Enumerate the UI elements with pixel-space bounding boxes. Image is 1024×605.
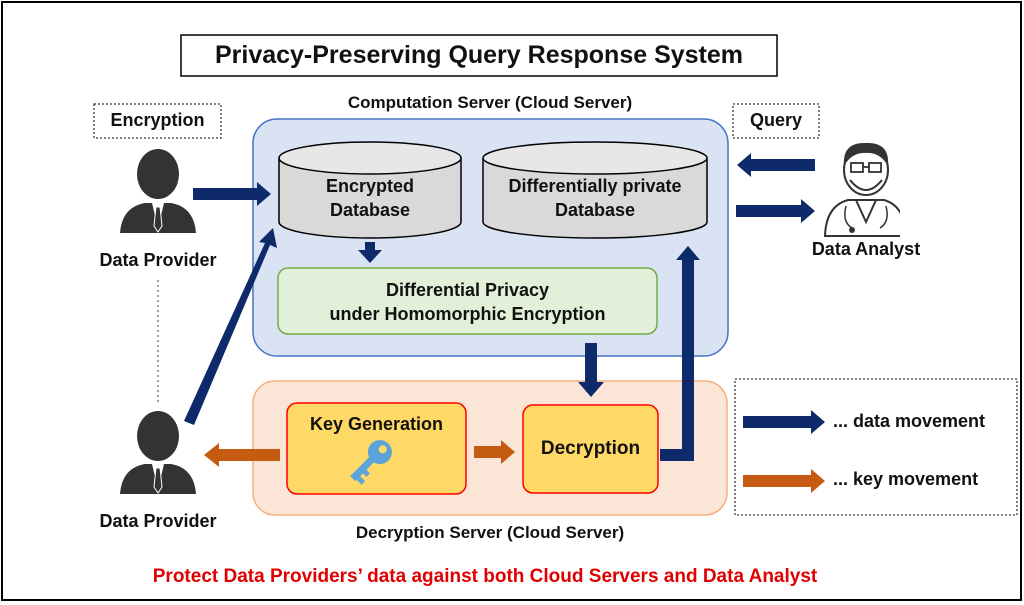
- encryption-label-box: [93, 103, 222, 139]
- legend-box: [734, 378, 1018, 516]
- encrypted-db-line2: Database: [329, 200, 411, 220]
- dp-he-line2: under Homomorphic Encryption: [329, 304, 606, 324]
- arrow-query-to-server: [737, 153, 815, 177]
- encrypted-db-line1: Encrypted: [325, 176, 415, 196]
- dp-he-line1: Differential Privacy: [385, 280, 550, 300]
- computation-server-label: Computation Server (Cloud Server): [347, 93, 633, 112]
- key-generation-label: Key Generation: [309, 414, 444, 434]
- dp-db-line2: Database: [554, 200, 636, 220]
- footer-message: Protect Data Providers’ data against bot…: [152, 566, 818, 587]
- encrypted-db-label: Encrypted Database: [279, 174, 461, 222]
- data-provider-top-label: Data Provider: [99, 250, 217, 270]
- legend-key-movement-label: ... key movement: [833, 469, 979, 489]
- arrow-key-to-decryption: [474, 440, 515, 464]
- arrow-key-to-provider: [204, 443, 280, 467]
- title-box: [180, 34, 778, 77]
- dp-db-label: Differentially private Database: [483, 174, 707, 222]
- query-label: Query: [749, 110, 803, 130]
- person-icon: [120, 411, 196, 494]
- encryption-label: Encryption: [110, 110, 205, 130]
- legend-data-movement-label: ... data movement: [833, 411, 986, 431]
- decryption-label: Decryption: [540, 438, 641, 459]
- diagram-title: Privacy-Preserving Query Response System: [214, 41, 744, 69]
- decryption-server-label: Decryption Server (Cloud Server): [355, 523, 625, 542]
- arrow-dp-he-to-decryption: [578, 343, 604, 397]
- data-analyst-label: Data Analyst: [811, 239, 921, 259]
- arrow-provider-bottom-to-encrypted-db: [184, 228, 277, 425]
- query-label-box: [732, 103, 820, 139]
- data-provider-bottom-label: Data Provider: [99, 511, 217, 531]
- arrow-decryption-to-dp-db: [660, 246, 700, 461]
- arrow-provider-to-encrypted-db: [193, 182, 271, 206]
- arrow-server-to-analyst: [736, 199, 815, 223]
- legend-key-arrow: [743, 469, 825, 493]
- dp-he-label: Differential Privacy under Homomorphic E…: [278, 278, 657, 326]
- encrypted-database-cylinder: [278, 141, 462, 239]
- dp-db-line1: Differentially private: [508, 176, 682, 196]
- dp-he-box: [277, 267, 658, 335]
- legend-data-arrow: [743, 410, 825, 434]
- key-icon: [350, 440, 392, 485]
- arrow-db-to-dp-he: [358, 242, 382, 263]
- person-icon: [120, 149, 196, 233]
- dp-database-cylinder: [482, 141, 708, 239]
- decryption-box: [522, 404, 659, 494]
- doctor-icon: [823, 142, 900, 237]
